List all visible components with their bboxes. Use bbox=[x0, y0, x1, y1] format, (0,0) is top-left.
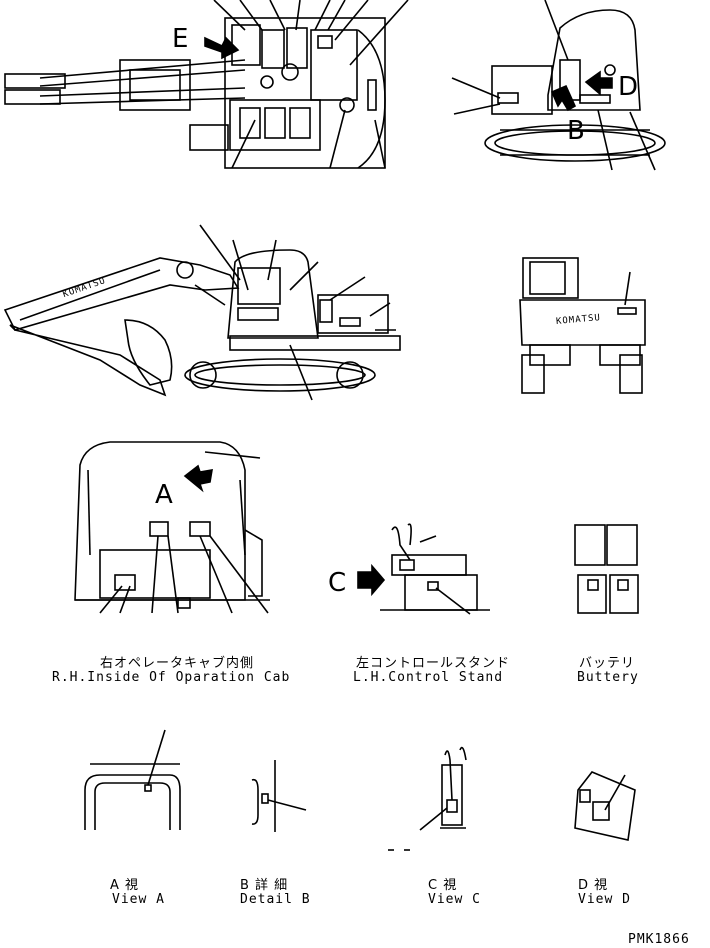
view-c-detail bbox=[388, 746, 467, 851]
side-view-excavator bbox=[3, 224, 401, 401]
view-d-caption-en: View D bbox=[578, 892, 631, 907]
view-a-caption-jp: A 視 bbox=[110, 878, 140, 893]
letter-c: C bbox=[328, 568, 347, 598]
view-d-detail bbox=[574, 771, 636, 841]
cab-caption-jp: 右オペレータキャブ内側 bbox=[100, 656, 255, 671]
cab-caption-en: R.H.Inside Of Oparation Cab bbox=[52, 670, 291, 685]
view-c-caption-en: View C bbox=[428, 892, 481, 907]
view-c-caption-jp: C 視 bbox=[428, 878, 458, 893]
front-view-excavator bbox=[451, 0, 666, 171]
top-view-excavator bbox=[4, 0, 409, 169]
detail-b-caption-en: Detail B bbox=[240, 892, 311, 907]
view-a-caption-en: View A bbox=[112, 892, 165, 907]
letter-a: A bbox=[155, 480, 173, 510]
view-d-caption-jp: D 視 bbox=[578, 878, 609, 893]
detail-b-caption-jp: B 詳 細 bbox=[240, 878, 289, 893]
cab-interior bbox=[74, 441, 270, 614]
detail-b bbox=[251, 760, 307, 832]
view-a-detail bbox=[84, 729, 181, 830]
stand-caption-jp: 左コントロールスタンド bbox=[356, 656, 511, 671]
battery-caption-en: Buttery bbox=[577, 670, 639, 685]
drawing-number: PMK1866 bbox=[628, 932, 690, 947]
rear-view-excavator bbox=[519, 257, 646, 394]
letter-d: D bbox=[618, 72, 639, 102]
control-stand bbox=[357, 523, 490, 615]
battery-caption-jp: バッテリ bbox=[579, 656, 636, 671]
letter-e: E bbox=[172, 24, 189, 54]
battery-group bbox=[574, 524, 639, 614]
letter-b: B bbox=[567, 116, 585, 146]
stand-caption-en: L.H.Control Stand bbox=[353, 670, 504, 685]
